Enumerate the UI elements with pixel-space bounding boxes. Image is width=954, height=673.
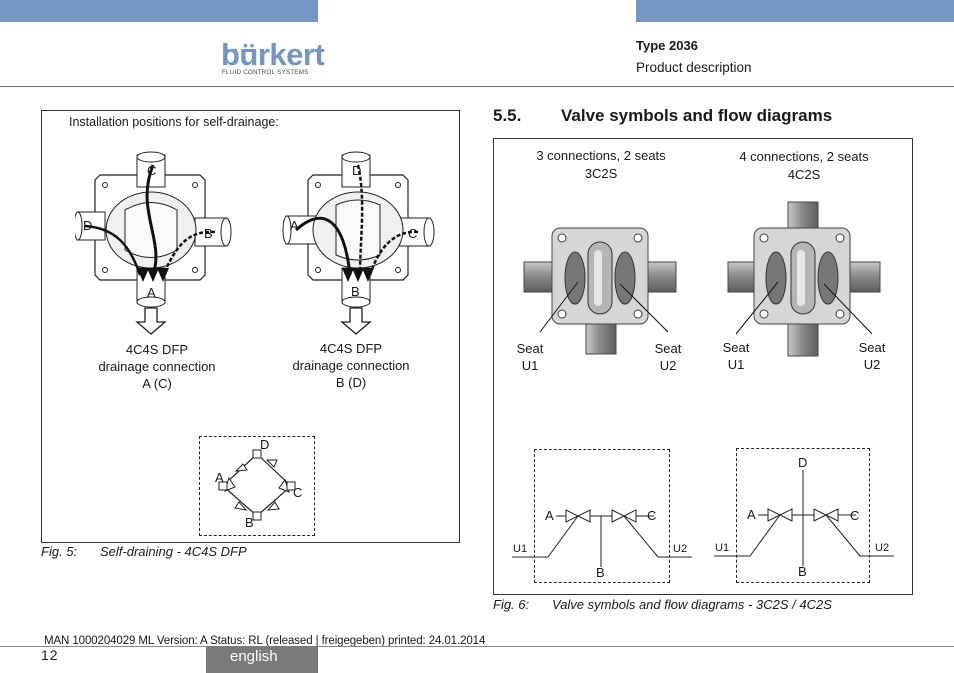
fig5-right-caption-line1: 4C4S DFP — [319, 341, 383, 356]
fig6-frame — [493, 138, 913, 595]
fig5-right-caption: 4C4S DFP drainage connection B (D) — [276, 340, 426, 391]
fig6-left-sym-u1: U1 — [513, 543, 528, 555]
brand-logo-dots — [221, 40, 317, 52]
fig6-left-title-line1: 3 connections, 2 seats — [536, 148, 666, 163]
fig6-left-title-line2: 3C2S — [584, 166, 618, 181]
fig6-right-sym-d: D — [798, 455, 808, 470]
footer-rule — [0, 646, 954, 647]
fig5-symbol-diagram — [218, 449, 296, 521]
fig5-frame — [41, 110, 460, 543]
brand-tagline: FLUID CONTROL SYSTEMS — [222, 69, 309, 76]
fig6-right-valve-render — [727, 201, 881, 357]
fig5-symbol-label-d: D — [260, 437, 270, 452]
fig6-right-sym-u2: U2 — [875, 542, 890, 554]
footer-meta: MAN 1000204029 ML Version: A Status: RL … — [44, 635, 486, 647]
fig6-right-sym-u1: U1 — [715, 542, 730, 554]
brand-wordmark: bürkert — [221, 37, 325, 72]
fig6-left-sym-c: C — [647, 508, 657, 523]
fig5-right-valve-drawing — [282, 151, 435, 335]
fig6-left-seat-u2: Seat U2 — [648, 340, 688, 374]
fig6-right-sym-c: C — [850, 508, 860, 523]
fig6-caption-number: Fig. 6: — [493, 597, 530, 612]
fig6-left-seat-u2-word: Seat — [654, 341, 682, 356]
fig6-left-seat-u1-id: U1 — [521, 358, 539, 373]
fig5-right-caption-line3: B (D) — [335, 375, 367, 390]
fig5-left-label-a: A — [147, 285, 156, 300]
fig5-right-label-a: A — [290, 218, 299, 233]
section-number: 5.5. — [493, 106, 522, 125]
fig5-left-caption: 4C4S DFP drainage connection A (C) — [82, 341, 232, 392]
fig5-left-label-c: C — [147, 163, 157, 178]
fig5-left-caption-line3: A (C) — [142, 376, 172, 391]
fig6-left-title: 3 connections, 2 seats 3C2S — [511, 147, 691, 183]
fig6-right-seat-u2-word: Seat — [858, 340, 886, 355]
fig5-symbol-label-b: B — [245, 515, 254, 530]
fig6-left-symbol-box — [534, 449, 670, 583]
fig6-right-sym-b: B — [798, 564, 807, 579]
section-title: Valve symbols and flow diagrams — [561, 106, 833, 125]
fig6-right-title-line1: 4 connections, 2 seats — [739, 149, 869, 164]
fig5-symbol-label-c: C — [293, 485, 303, 500]
fig6-left-valve-render — [523, 227, 677, 355]
fig6-right-title: 4 connections, 2 seats 4C2S — [714, 148, 894, 184]
fig5-left-label-d: D — [83, 218, 93, 233]
fig5-symbol-box — [199, 436, 315, 536]
fig6-left-sym-a: A — [545, 508, 554, 523]
fig5-caption-number: Fig. 5: — [41, 544, 78, 559]
header-band-right — [636, 0, 954, 22]
fig5-right-caption-line2: drainage connection — [292, 358, 410, 373]
doc-section: Product description — [636, 60, 752, 75]
fig5-symbol-label-a: A — [215, 470, 224, 485]
fig6-right-flow-symbol — [714, 470, 894, 566]
fig5-left-caption-line1: 4C4S DFP — [125, 342, 189, 357]
fig6-caption-text: Valve symbols and flow diagrams - 3C2S /… — [552, 597, 832, 612]
fig5-left-caption-line2: drainage connection — [98, 359, 216, 374]
fig6-right-seat-u1: Seat U1 — [716, 339, 756, 373]
fig6-right-seat-u2-id: U2 — [863, 357, 881, 372]
fig5-right-label-c: C — [408, 226, 418, 241]
fig6-left-flow-symbol — [512, 509, 692, 567]
fig6-right-seat-u1-id: U1 — [727, 357, 745, 372]
header-rule — [0, 86, 954, 87]
fig6-right-title-line2: 4C2S — [787, 167, 821, 182]
fig6-right-seat-u2: Seat U2 — [852, 339, 892, 373]
fig6-right-seat-u1-word: Seat — [722, 340, 750, 355]
fig6-left-seat-u1-word: Seat — [516, 341, 544, 356]
doc-type: Type 2036 — [636, 38, 698, 53]
fig6-left-sym-u2: U2 — [673, 543, 688, 555]
fig5-caption-text: Self-draining - 4C4S DFP — [100, 544, 247, 559]
language-tab: english — [206, 646, 318, 673]
fig5-right-label-b: B — [351, 284, 360, 299]
fig5-left-valve-drawing — [75, 151, 232, 335]
page-number: 12 — [41, 647, 59, 663]
language-label: english — [230, 648, 278, 665]
fig5-left-label-b: B — [204, 226, 213, 241]
fig5-right-label-d: D — [352, 163, 362, 178]
brand-logo: bürkert FLUID CONTROL SYSTEMS — [221, 37, 325, 78]
fig5-intro: Installation positions for self-drainage… — [69, 115, 279, 129]
fig6-right-sym-a: A — [747, 507, 756, 522]
fig6-left-seat-u2-id: U2 — [659, 358, 677, 373]
fig6-right-symbol-box — [736, 448, 870, 583]
fig6-left-sym-b: B — [596, 565, 605, 580]
header-band-left — [0, 0, 318, 22]
fig6-left-seat-u1: Seat U1 — [510, 340, 550, 374]
